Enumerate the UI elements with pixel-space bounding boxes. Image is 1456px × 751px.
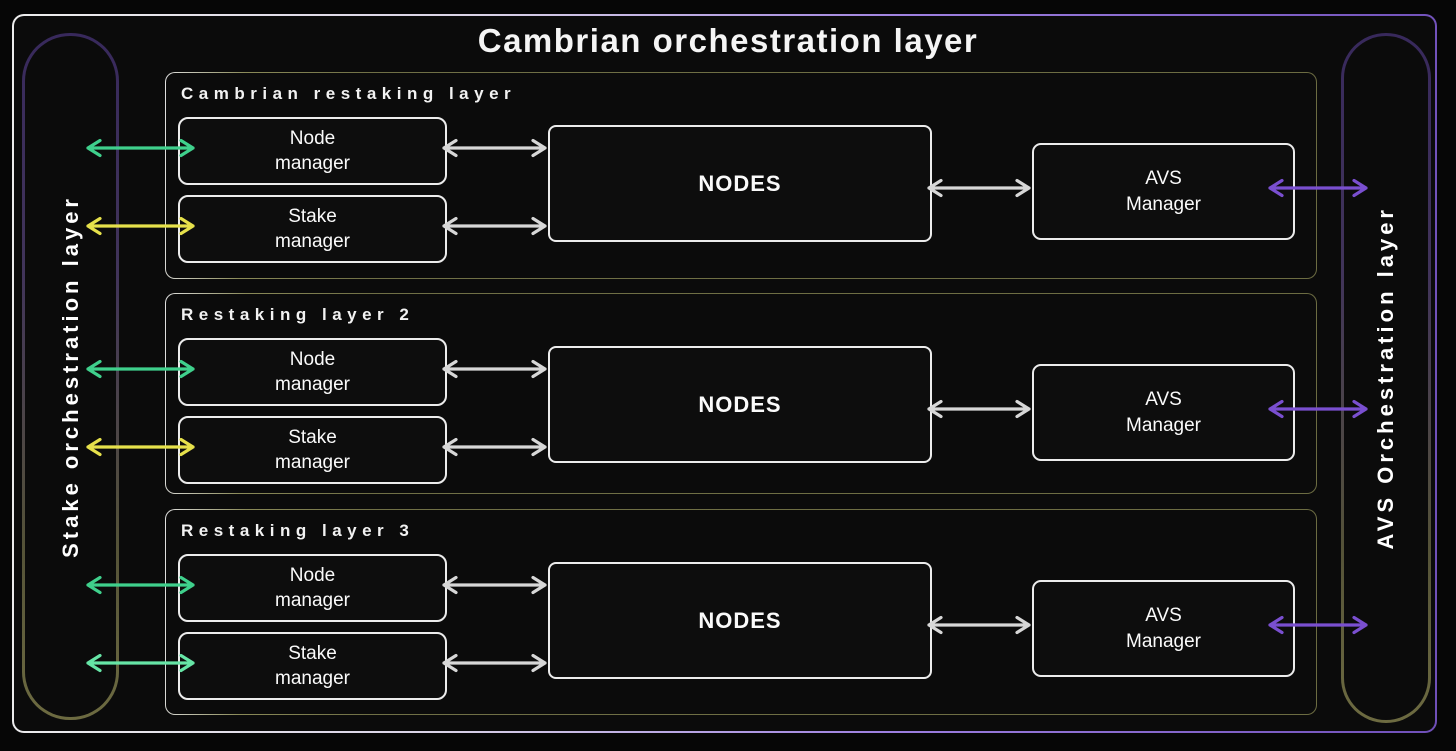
restaking-layer-3-section: Restaking layer 3 Node manager Stake man…: [165, 509, 1317, 715]
stake-manager-box: Stake manager: [178, 195, 447, 263]
nodes-box: NODES: [548, 346, 932, 463]
stake-manager-box: Stake manager: [178, 632, 447, 700]
section-title: Restaking layer 3: [181, 521, 415, 540]
section-title: Cambrian restaking layer: [181, 84, 517, 103]
avs-manager-box: AVS Manager: [1032, 364, 1295, 461]
nodes-box: NODES: [548, 562, 932, 679]
restaking-layer-2-section: Restaking layer 2 Node manager Stake man…: [165, 293, 1317, 494]
stake-orchestration-rail: Stake orchestration layer: [22, 33, 119, 720]
avs-manager-box: AVS Manager: [1032, 580, 1295, 677]
stake-rail-label: Stake orchestration layer: [57, 195, 83, 558]
section-title: Restaking layer 2: [181, 305, 415, 324]
avs-rail-label: AVS Orchestration layer: [1373, 206, 1398, 550]
nodes-box: NODES: [548, 125, 932, 242]
page-title: Cambrian orchestration layer: [477, 22, 979, 59]
avs-manager-box: AVS Manager: [1032, 143, 1295, 240]
avs-orchestration-rail: AVS Orchestration layer: [1341, 33, 1431, 723]
restaking-layer-1-section: Cambrian restaking layer Node manager St…: [165, 72, 1317, 279]
stake-manager-box: Stake manager: [178, 416, 447, 484]
node-manager-box: Node manager: [178, 554, 447, 622]
node-manager-box: Node manager: [178, 338, 447, 406]
node-manager-box: Node manager: [178, 117, 447, 185]
